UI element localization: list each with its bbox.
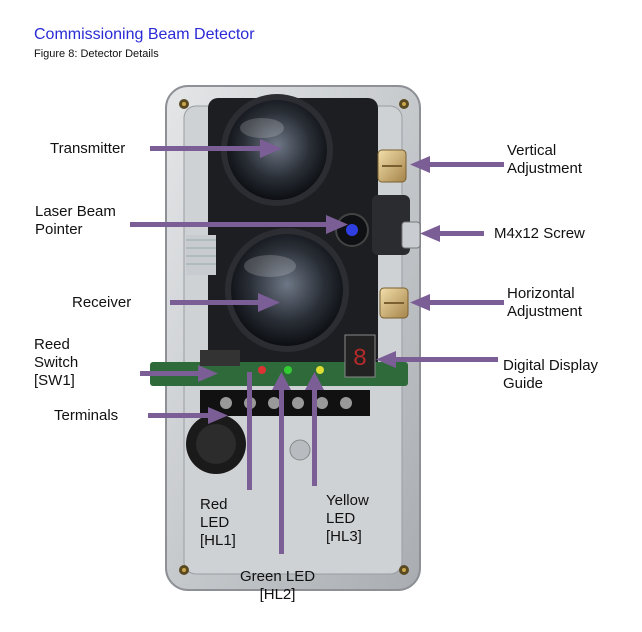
label-red-line-1: Red [200, 496, 228, 513]
pointer-green-led [272, 372, 291, 554]
label-reed-line-1: Reed [34, 336, 70, 353]
pointer-reed [140, 365, 218, 382]
svg-text:8: 8 [353, 346, 367, 373]
ribbon-cable [186, 235, 216, 275]
label-horizontal-line-1: Horizontal [507, 285, 575, 302]
label-reed-line-2: Switch [34, 354, 79, 371]
label-reed-line-3: [SW1] [34, 372, 75, 389]
circuit-board: 8 [150, 334, 408, 386]
label-red-line-3: [HL1] [200, 532, 236, 549]
label-yellow-line-2: LED [326, 510, 356, 527]
label-vertical-line-1: Vertical [507, 142, 557, 159]
pointer-terminals [148, 407, 228, 424]
pointer-transmitter [150, 139, 282, 158]
pointer-horizontal [410, 294, 504, 311]
pointer-yellow-led [305, 372, 324, 486]
label-m4x12-screw: M4x12 Screw [494, 225, 585, 242]
horizontal-adjust-screw-icon [379, 287, 409, 319]
pointer-screw [420, 225, 484, 242]
terminal-block [200, 390, 370, 416]
label-reed-switch: Reed Switch [SW1] [34, 336, 78, 390]
cable-gland [186, 414, 311, 474]
pointer-laser [130, 215, 348, 234]
label-green-line-1: Green LED [240, 568, 316, 585]
label-laser-line-1: Laser Beam [35, 203, 116, 220]
label-red-led: Red LED [HL1] [200, 496, 236, 550]
label-green-led: Green LED [HL2] [240, 568, 315, 604]
pointer-vertical [410, 156, 504, 173]
label-yellow-led: Yellow LED [HL3] [326, 492, 369, 546]
figure-caption: Figure 8: Detector Details [34, 48, 159, 60]
m4x12-screw-icon [401, 221, 421, 249]
corner-screw-icon [179, 99, 409, 575]
label-green-line-2: [HL2] [259, 586, 296, 603]
pointer-receiver [170, 293, 280, 312]
label-red-line-2: LED [200, 514, 230, 531]
label-horizontal-line-2: Adjustment [507, 303, 583, 320]
label-display-line-1: Digital Display [503, 357, 599, 374]
label-vertical-adjustment: Vertical Adjustment [507, 142, 582, 178]
label-display-line-2: Guide [503, 375, 544, 392]
label-yellow-line-3: [HL3] [326, 528, 362, 545]
label-receiver: Receiver [72, 294, 132, 311]
label-yellow-line-1: Yellow [326, 492, 369, 509]
vertical-adjust-screw-icon [377, 149, 407, 183]
label-terminals: Terminals [54, 407, 119, 424]
label-horizontal-adjustment: Horizontal Adjustment [507, 285, 582, 321]
label-vertical-line-2: Adjustment [507, 160, 583, 177]
label-laser-pointer: Laser Beam Pointer [35, 203, 116, 239]
pointer-display [376, 351, 498, 368]
receiver-lens [225, 228, 349, 352]
label-laser-line-2: Pointer [35, 221, 83, 238]
label-digital-display-guide: Digital Display Guide [503, 357, 598, 393]
laser-pointer [335, 213, 369, 247]
page-title: Commissioning Beam Detector [34, 26, 255, 43]
pointer-red-led [247, 372, 252, 490]
label-transmitter: Transmitter [50, 140, 126, 157]
